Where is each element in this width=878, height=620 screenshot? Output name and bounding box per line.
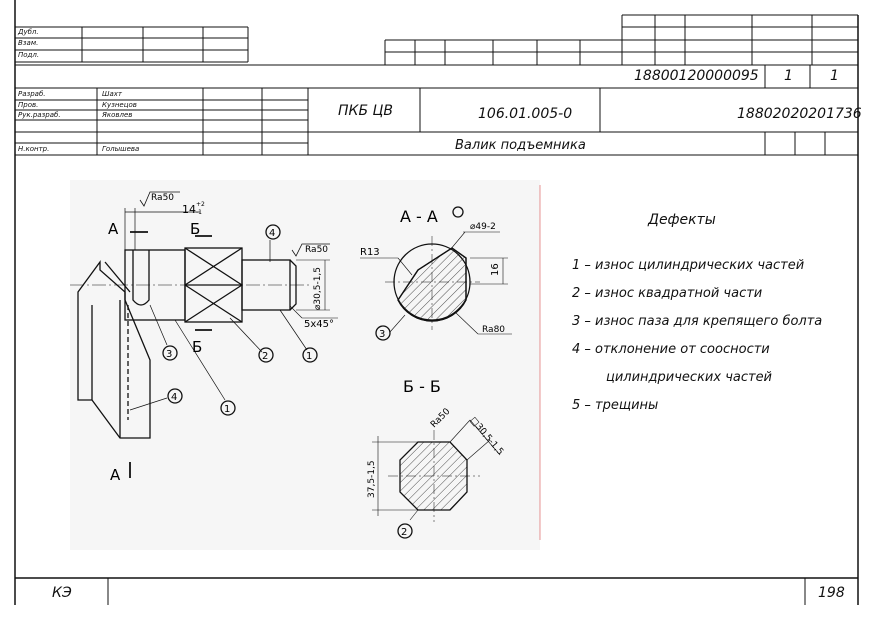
role-label: Н.контр. [18,145,50,153]
role-name: Кузнецов [102,101,137,109]
view-b-label-2: Б [192,338,202,356]
doc-number-top: 18800120000095 [634,68,759,84]
defects-heading: Дефекты [648,212,716,228]
defect-item: 5 – трещины [572,398,659,413]
part-name: Валик подъемника [455,138,586,153]
section-bb-title: Б - Б [403,377,441,396]
callout-3b: 3 [379,329,385,340]
role-label: Рук.разраб. [18,111,61,119]
form-code: КЭ [52,585,72,601]
page-number: 198 [818,585,845,601]
role-name: Яковлев [102,111,133,119]
role-name: Шахт [102,90,122,98]
lever-arm [77,260,151,439]
designation: 106.01.005-0 [478,106,573,122]
part-drawing: А Б Б А Ra50 14 +2 -1 Ra50 ⌀30,5-1,5 5x4… [70,180,541,550]
bolt-slot [132,250,150,306]
dim-37: 37,5-1,5 [367,460,377,498]
defect-item: 2 – износ квадратной части [572,286,763,301]
dim-chamfer: 5x45° [304,319,334,330]
view-a-label-2: А [110,466,121,484]
dim-14: 14 [182,203,196,216]
approval-label: Дубл. [18,28,39,36]
tol-minus: -1 [196,209,202,216]
drawing-background [70,180,540,550]
roughness-80: Ra80 [482,325,505,335]
approval-label: Подл. [18,51,40,59]
defect-item: 1 – износ цилиндрических частей [572,258,805,273]
role-name: Голышева [102,145,140,153]
tol-plus: +2 [196,201,205,208]
callout-2: 2 [262,351,268,362]
dim-r13: R13 [360,247,380,258]
dim-dia-30: ⌀30,5-1,5 [313,267,323,310]
dim-dia-49: ⌀49-2 [470,222,496,232]
organization: ПКБ ЦВ [338,103,393,119]
defect-item: 3 – износ паза для крепящего болта [572,314,823,329]
role-label: Пров. [18,101,39,109]
roughness-label-2: Ra50 [305,245,328,255]
sheets-total: 1 [830,68,839,84]
callout-3: 3 [166,349,172,360]
callout-2b: 2 [401,527,407,538]
roughness-label: Ra50 [151,193,174,203]
callout-4b: 4 [269,228,275,239]
view-a-label: А [108,220,119,238]
defect-item-continuation: цилиндрических частей [606,370,773,385]
doc-code: 18802020201736 [737,106,862,122]
view-b-label: Б [190,220,200,238]
defect-item: 4 – отклонение от соосности [572,342,770,357]
dim-16: 16 [490,263,501,276]
role-label: Разраб. [18,90,46,98]
section-aa-title: А - А [400,207,438,226]
sheet-number: 1 [784,68,793,84]
callout-4: 4 [171,392,177,403]
callout-1: 1 [224,404,230,415]
approval-label: Взам. [18,39,39,47]
callout-1b: 1 [306,351,312,362]
defects-list: 1 – износ цилиндрических частей 2 – изно… [572,258,857,418]
